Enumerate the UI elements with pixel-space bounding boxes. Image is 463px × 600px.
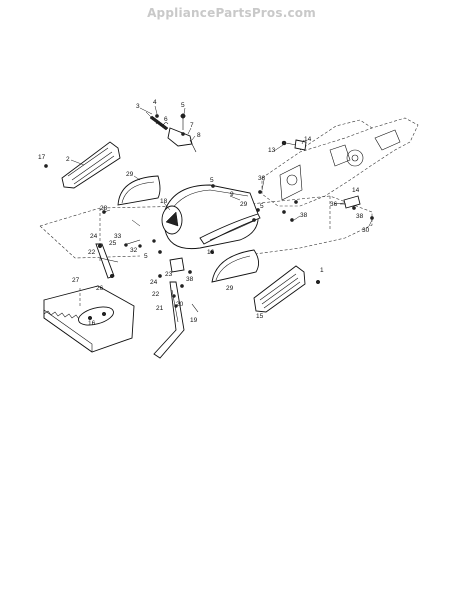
callout-labels: 3 4 6 5 8 7 14 13 17 2 29 5 9 38 38 36 1… xyxy=(38,99,370,327)
callout-33: 33 xyxy=(114,233,122,240)
callout-17: 17 xyxy=(38,154,46,161)
callout-5: 5 xyxy=(210,177,214,184)
left-side-shield xyxy=(44,141,121,189)
callout-27: 27 xyxy=(72,277,80,284)
callout-28: 28 xyxy=(100,205,108,212)
callout-4: 4 xyxy=(153,99,157,106)
callout-22: 22 xyxy=(152,291,160,298)
callout-32: 32 xyxy=(130,247,138,254)
callout-7: 7 xyxy=(190,122,194,129)
left-tine-shield-half xyxy=(117,175,161,206)
center-bracket xyxy=(169,257,185,273)
callout-5: 5 xyxy=(260,203,264,210)
callout-29: 29 xyxy=(126,171,134,178)
callout-22: 22 xyxy=(88,249,96,256)
callout-21: 21 xyxy=(156,305,164,312)
callout-1: 1 xyxy=(320,267,324,274)
callout-38: 38 xyxy=(186,276,194,283)
callout-25: 25 xyxy=(109,240,117,247)
callout-38: 38 xyxy=(356,213,364,220)
callout-9: 9 xyxy=(230,191,234,198)
drag-mat-plate xyxy=(43,285,135,353)
callout-23: 23 xyxy=(165,271,173,278)
tiller-frame-housing xyxy=(261,117,419,207)
site-watermark: AppliancePartsPros.com xyxy=(147,6,316,20)
callout-38: 38 xyxy=(258,175,266,182)
callout-5: 5 xyxy=(144,253,148,260)
top-right-hardware xyxy=(281,139,307,151)
callout-29: 29 xyxy=(226,285,234,292)
right-side-shield xyxy=(253,265,306,313)
callout-18: 18 xyxy=(160,198,168,205)
main-fender-drum xyxy=(161,184,261,250)
callout-13: 13 xyxy=(268,147,276,154)
callout-38: 38 xyxy=(300,212,308,219)
callout-20: 20 xyxy=(176,301,184,308)
right-mount-bracket xyxy=(333,195,361,209)
fastener-hardware xyxy=(102,184,374,285)
right-tine-shield-half xyxy=(211,249,259,283)
callout-15: 15 xyxy=(256,313,264,320)
callout-30: 30 xyxy=(362,227,370,234)
callout-16: 16 xyxy=(88,320,96,327)
callout-5: 5 xyxy=(181,102,185,109)
callout-38: 29 xyxy=(240,201,248,208)
callout-14: 14 xyxy=(304,136,312,143)
callout-24: 24 xyxy=(90,233,98,240)
callout-36: 36 xyxy=(330,201,338,208)
callout-24: 24 xyxy=(150,279,158,286)
callout-leader-lines xyxy=(70,105,373,227)
callout-16: 16 xyxy=(207,249,215,256)
callout-8: 8 xyxy=(197,132,201,139)
callout-2: 2 xyxy=(66,156,70,163)
callout-26: 26 xyxy=(96,285,104,292)
upper-linkage-bracket xyxy=(145,111,197,153)
callout-3: 3 xyxy=(136,103,140,110)
callout-19: 19 xyxy=(190,317,198,324)
callout-14: 14 xyxy=(352,187,360,194)
depth-lever-linkage xyxy=(95,239,156,279)
callout-6: 6 xyxy=(164,116,168,123)
depth-stake-bar xyxy=(153,281,199,359)
